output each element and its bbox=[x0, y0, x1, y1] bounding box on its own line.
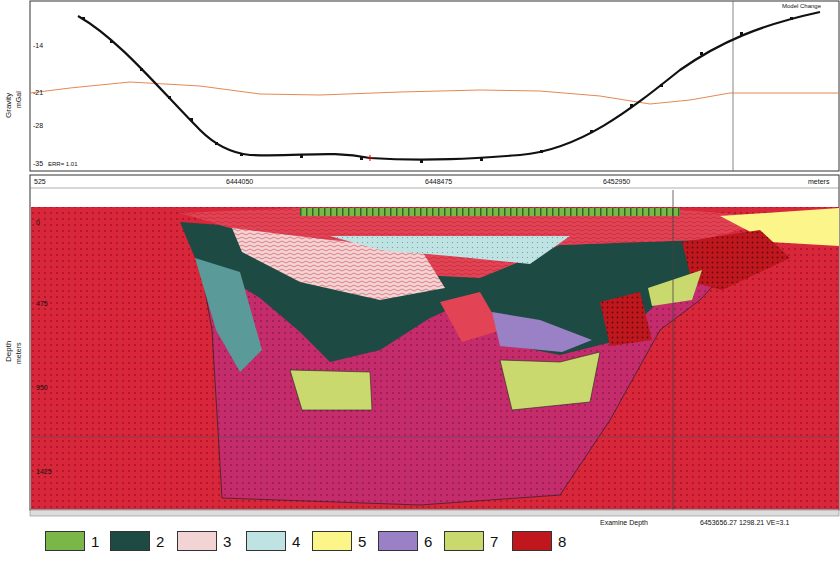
tick-label: 6448475 bbox=[425, 178, 452, 185]
legend-item: 3 bbox=[177, 531, 231, 551]
legend-swatch bbox=[312, 531, 352, 551]
legend-item: 8 bbox=[512, 531, 566, 551]
legend-swatch bbox=[512, 531, 552, 551]
legend-item: 5 bbox=[312, 531, 366, 551]
legend-item: 4 bbox=[246, 531, 300, 551]
tick-label: -35 bbox=[33, 160, 43, 167]
legend-number: 8 bbox=[558, 533, 566, 550]
legend-number: 4 bbox=[292, 533, 300, 550]
tick-label: 0 bbox=[36, 219, 40, 226]
legend-swatch bbox=[444, 531, 484, 551]
tick-label: -21 bbox=[33, 89, 43, 96]
tick-label: 6444050 bbox=[226, 178, 253, 185]
legend-swatch bbox=[110, 531, 150, 551]
tick-label: 6452950 bbox=[603, 178, 630, 185]
legend-number: 7 bbox=[490, 533, 498, 550]
panel-note: Model Change bbox=[782, 3, 821, 9]
tick-label: -14 bbox=[33, 42, 43, 49]
tick-label: -28 bbox=[33, 122, 43, 129]
legend-item: 7 bbox=[444, 531, 498, 551]
axis-title: Depth bbox=[5, 341, 13, 362]
legend-number: 6 bbox=[424, 533, 432, 550]
legend-number: 5 bbox=[358, 533, 366, 550]
tick-label: 475 bbox=[36, 300, 48, 307]
status-label: Examine Depth bbox=[600, 519, 648, 526]
legend-swatch bbox=[177, 531, 217, 551]
legend-item: 2 bbox=[110, 531, 164, 551]
fit-error: ERR= 1.01 bbox=[48, 161, 78, 167]
status-value: 6453656.27 1298.21 VE=3.1 bbox=[700, 519, 789, 526]
axis-unit: meters bbox=[15, 343, 22, 364]
tick-label: 950 bbox=[36, 384, 48, 391]
legend-swatch bbox=[45, 531, 85, 551]
tick-label: 525 bbox=[34, 178, 46, 185]
tick-label: 1425 bbox=[36, 468, 52, 475]
legend-number: 1 bbox=[91, 533, 99, 550]
legend-number: 2 bbox=[156, 533, 164, 550]
legend-swatch bbox=[246, 531, 286, 551]
legend-number: 3 bbox=[223, 533, 231, 550]
axis-unit: mGal bbox=[15, 91, 22, 108]
legend-item: 1 bbox=[45, 531, 99, 551]
legend-swatch bbox=[378, 531, 418, 551]
axis-unit: meters bbox=[808, 178, 829, 185]
legend-item: 6 bbox=[378, 531, 432, 551]
axis-title: Gravity bbox=[5, 93, 13, 118]
